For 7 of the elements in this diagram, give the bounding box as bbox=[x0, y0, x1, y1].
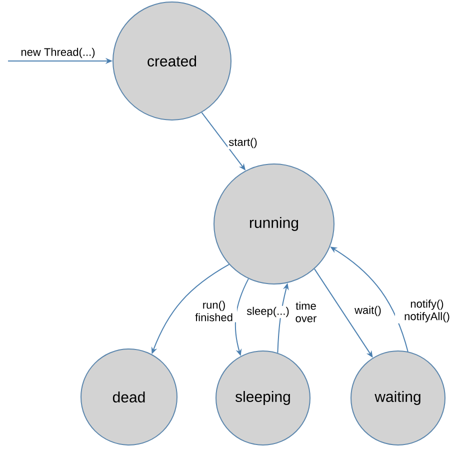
edge-label: sleep(...) bbox=[246, 306, 290, 318]
edge-label: time over bbox=[292, 300, 320, 324]
edge-label: notify() notifyAll() bbox=[395, 298, 459, 324]
edge-label: new Thread(...) bbox=[20, 46, 96, 60]
edge-label: wait() bbox=[354, 304, 382, 318]
edge-label: start() bbox=[228, 136, 258, 150]
edge-label: run() finished bbox=[191, 300, 237, 322]
